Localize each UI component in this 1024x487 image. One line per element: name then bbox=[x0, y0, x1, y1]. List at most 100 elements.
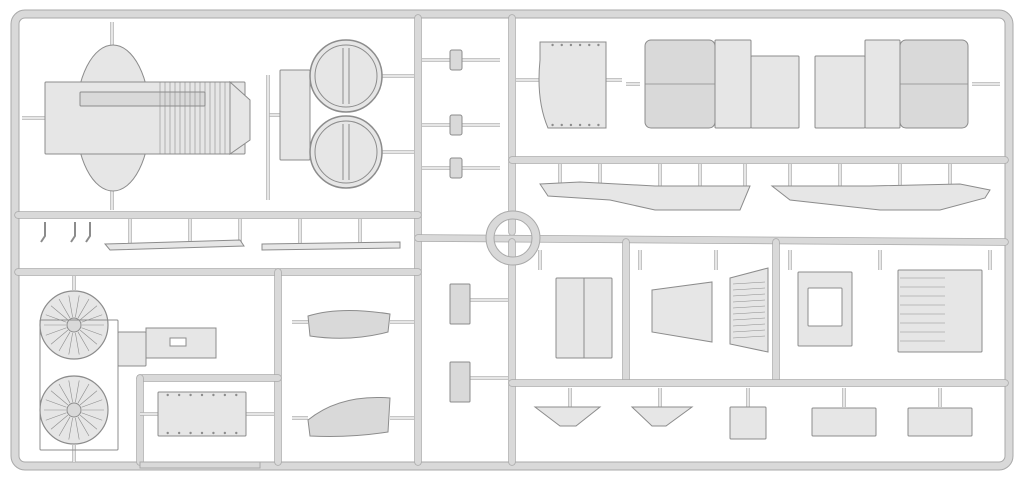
rivet bbox=[551, 43, 554, 47]
side-bracket bbox=[449, 283, 471, 325]
tank-side-plate bbox=[814, 55, 866, 129]
outer-frame bbox=[11, 10, 1013, 470]
wheel-spoke bbox=[45, 412, 67, 421]
louver bbox=[732, 311, 766, 315]
wheel-backplate bbox=[39, 319, 119, 451]
fender-rail bbox=[539, 181, 751, 211]
rivet bbox=[588, 123, 591, 127]
fender-rail bbox=[770, 183, 991, 211]
bracket-plate bbox=[117, 331, 147, 367]
wheel-spoke bbox=[79, 390, 98, 406]
wheel-spoke bbox=[50, 329, 69, 345]
clamp bbox=[449, 49, 463, 71]
louver bbox=[732, 281, 766, 285]
small-hook bbox=[40, 222, 46, 243]
wheel-spoke bbox=[75, 380, 80, 403]
runner-tag bbox=[139, 461, 261, 469]
rivet bbox=[560, 43, 563, 47]
hull-nose bbox=[229, 80, 251, 155]
engine-cover bbox=[897, 269, 983, 353]
rivet bbox=[569, 43, 573, 47]
louver bbox=[732, 287, 766, 291]
rivet bbox=[560, 123, 563, 127]
rivet bbox=[212, 431, 215, 435]
wheel-spoke bbox=[45, 399, 67, 408]
tank-side-plate bbox=[750, 55, 800, 129]
louver bbox=[732, 323, 766, 327]
louver bbox=[732, 335, 766, 339]
rivet bbox=[235, 431, 238, 435]
rivet bbox=[189, 431, 192, 435]
wheel-spoke bbox=[75, 417, 80, 440]
rivet bbox=[597, 43, 600, 47]
wedge-plate bbox=[533, 406, 602, 427]
trapezoid-plate bbox=[651, 281, 713, 343]
louvered-plate bbox=[729, 267, 769, 353]
tank-bracket bbox=[714, 39, 752, 129]
wheel-spoke bbox=[68, 417, 73, 440]
rivet bbox=[189, 393, 192, 397]
wheel-spoke bbox=[68, 380, 73, 403]
square-plate bbox=[729, 406, 767, 440]
mount-plate bbox=[145, 327, 217, 359]
wheel-hub bbox=[66, 402, 82, 418]
side-skirt-plate bbox=[538, 41, 607, 129]
wheel-spoke bbox=[79, 305, 98, 321]
thin-strip bbox=[103, 239, 245, 251]
stowage-box bbox=[157, 391, 247, 437]
wheel-spoke bbox=[68, 295, 73, 318]
rivet bbox=[578, 43, 582, 47]
wheel-spoke bbox=[77, 383, 90, 404]
louver bbox=[732, 329, 766, 333]
wheel-spoke bbox=[68, 332, 73, 355]
rivet bbox=[551, 123, 554, 127]
rivet bbox=[177, 393, 181, 397]
wedge-plate bbox=[630, 406, 694, 427]
sprue-parts bbox=[39, 39, 991, 469]
rivet bbox=[166, 393, 169, 397]
hatch-frame bbox=[279, 69, 311, 161]
box-fitting bbox=[907, 407, 973, 437]
wheel-spoke bbox=[81, 314, 103, 323]
rivet bbox=[223, 431, 227, 435]
wheel-spoke bbox=[58, 298, 71, 319]
wheel-spoke bbox=[58, 331, 71, 352]
mudguard bbox=[307, 397, 391, 437]
rivet bbox=[588, 43, 591, 47]
rivet bbox=[235, 393, 238, 397]
wheel-spoke bbox=[58, 416, 71, 437]
hull-raised-strip bbox=[79, 91, 206, 107]
clamp bbox=[449, 114, 463, 136]
box-fitting bbox=[811, 407, 877, 437]
rivet bbox=[569, 123, 573, 127]
wheel-spoke bbox=[77, 416, 90, 437]
wheel-spoke bbox=[45, 327, 67, 336]
round-hatch-rim bbox=[314, 44, 378, 108]
louver bbox=[732, 293, 766, 297]
round-hatch-rim bbox=[314, 120, 378, 184]
hatch-opening bbox=[807, 287, 843, 327]
sprue-runners bbox=[10, 9, 1014, 471]
round-hatch bbox=[309, 115, 383, 189]
rivet bbox=[212, 393, 215, 397]
tank-bracket bbox=[864, 39, 901, 129]
wheel-spoke bbox=[79, 329, 98, 345]
center-ring bbox=[486, 211, 540, 265]
wheel-spoke bbox=[79, 414, 98, 430]
wheel-spoke bbox=[81, 327, 103, 336]
runner bbox=[415, 235, 1008, 245]
wheel-spoke bbox=[77, 331, 90, 352]
mudguard bbox=[307, 309, 391, 339]
small-hook bbox=[85, 222, 91, 243]
rivet bbox=[223, 393, 227, 397]
rivet bbox=[200, 393, 204, 397]
rivet bbox=[177, 431, 181, 435]
round-hatch bbox=[309, 39, 383, 113]
wheel-spoke bbox=[50, 305, 69, 321]
clamp bbox=[449, 157, 463, 179]
thin-strip bbox=[261, 241, 401, 251]
wheel-spoke bbox=[50, 414, 69, 430]
louver bbox=[732, 317, 766, 321]
